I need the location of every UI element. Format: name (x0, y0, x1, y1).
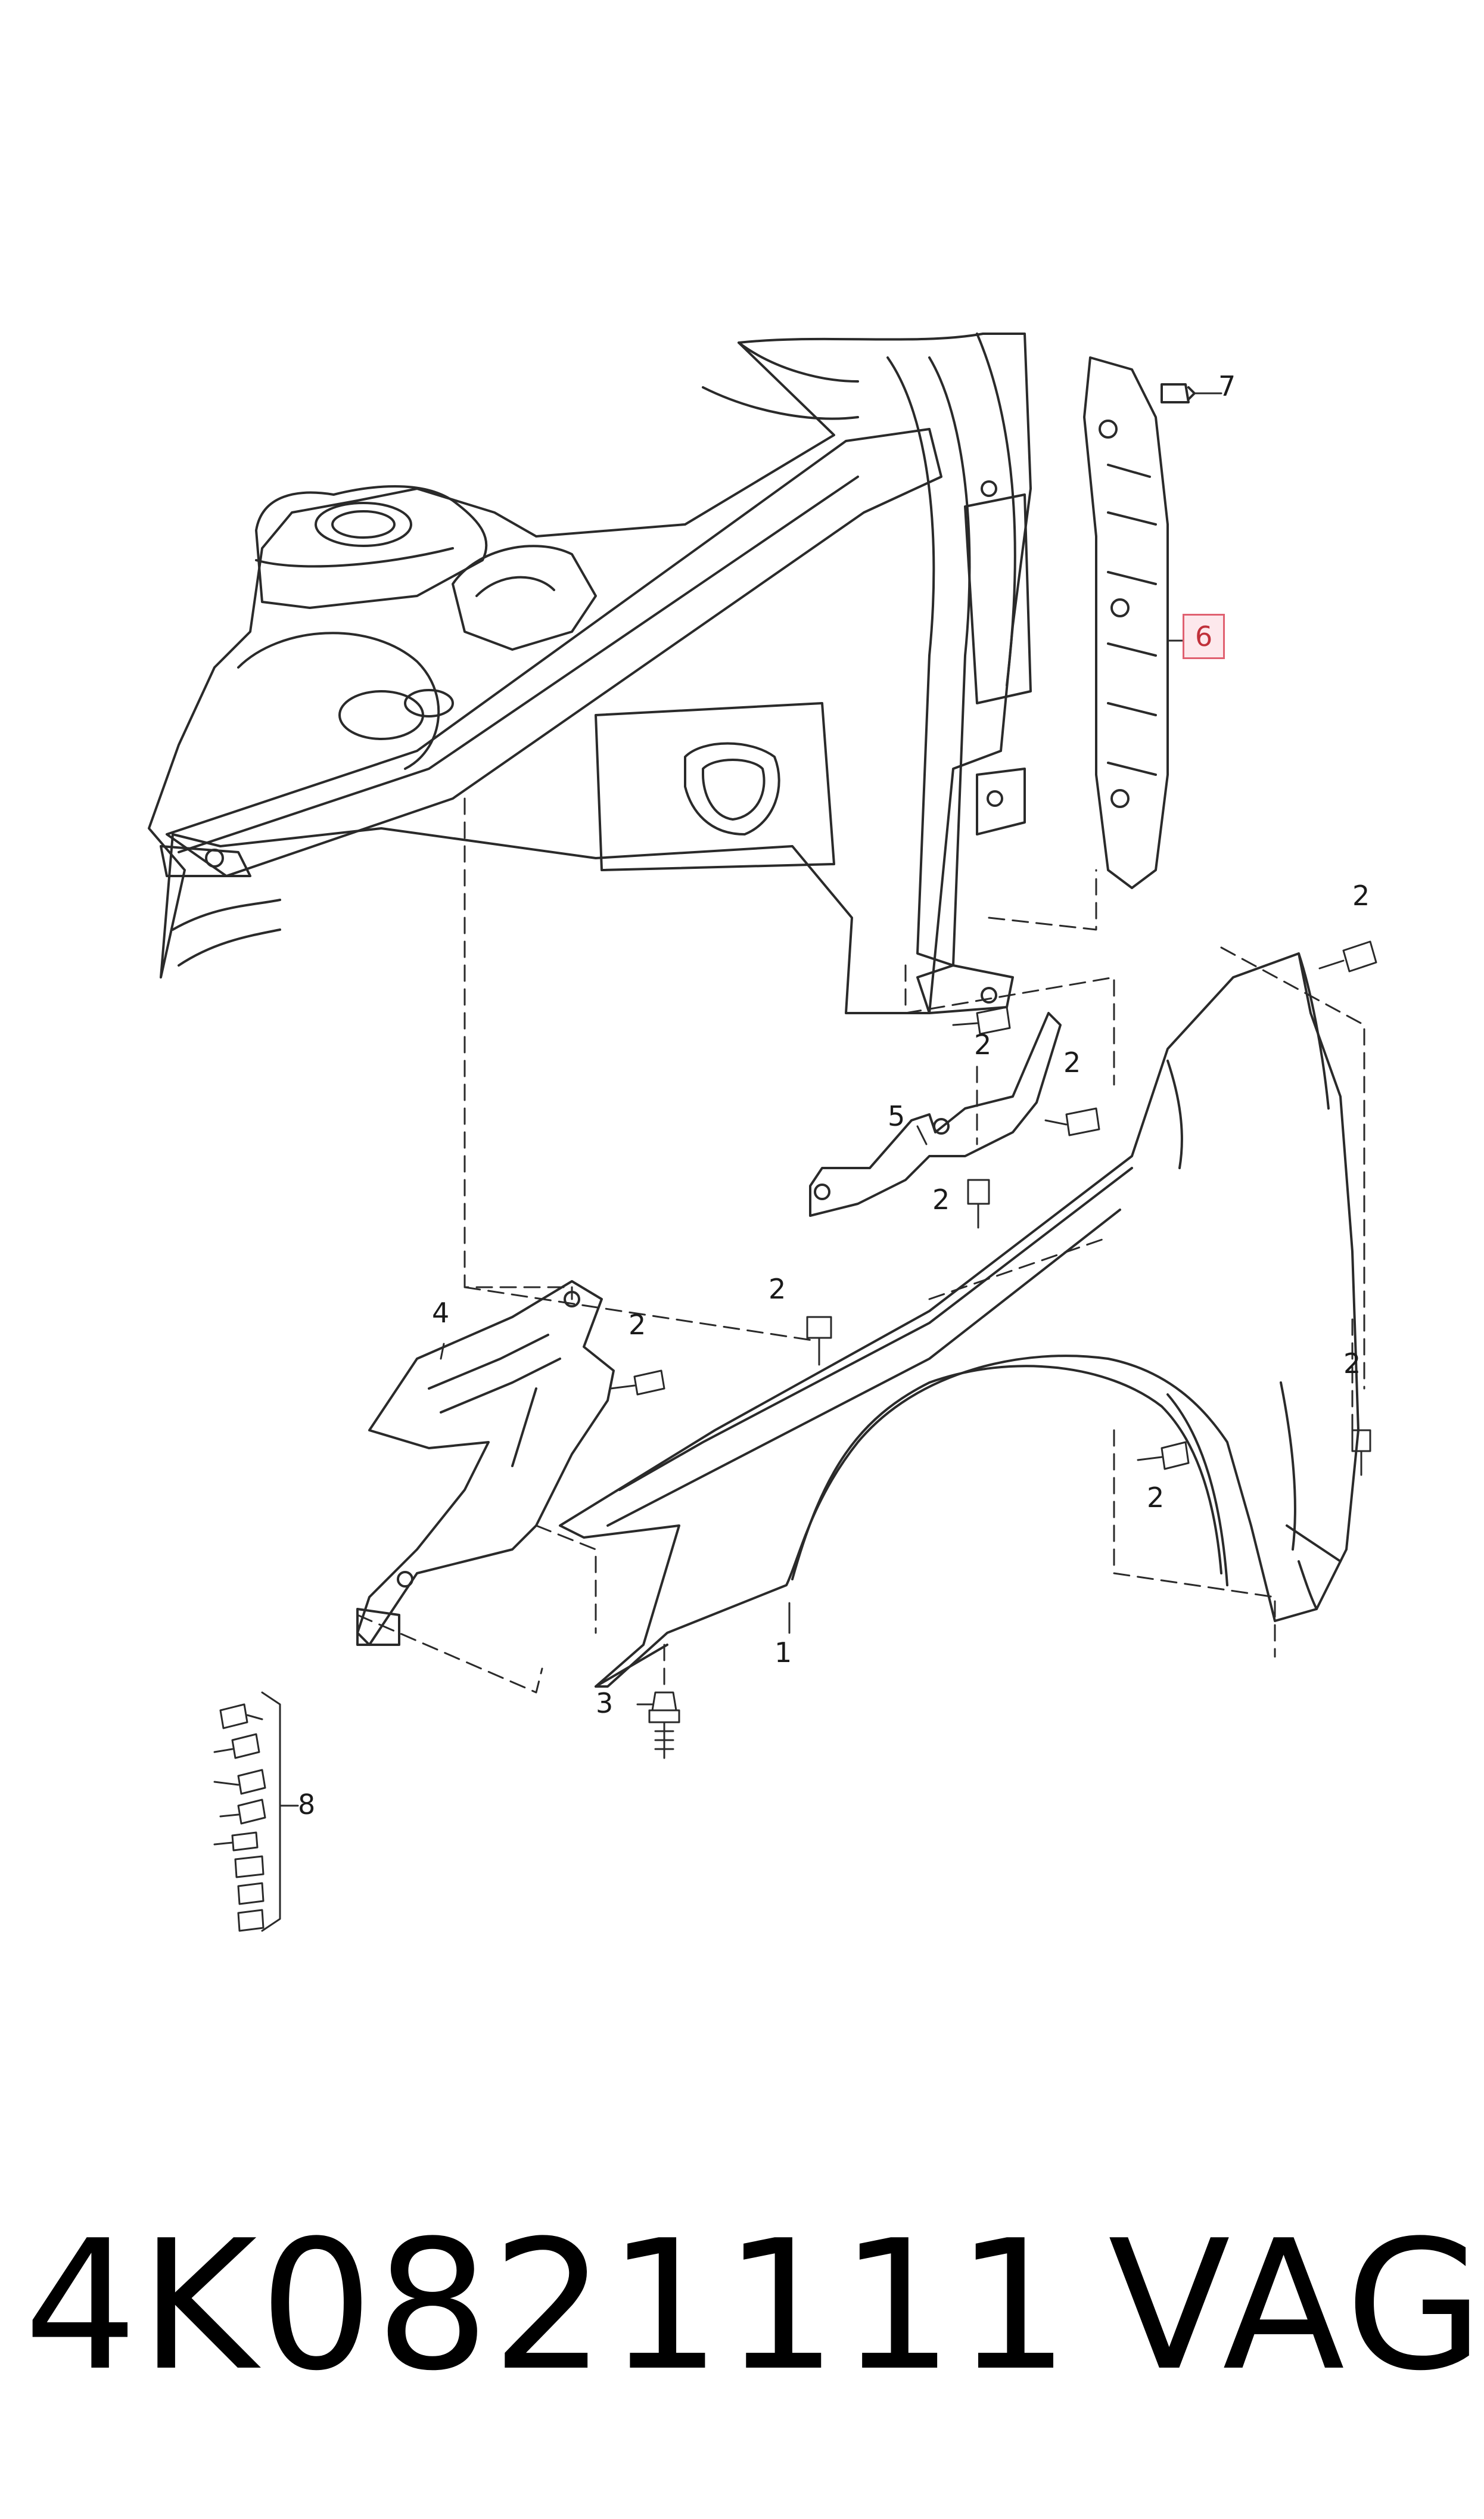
callout-5: 5 (888, 1100, 906, 1132)
callout-2-c: 2 (1063, 1046, 1081, 1079)
callout-6-highlighted: 6 (1183, 614, 1225, 659)
assembly-lines (356, 797, 1365, 1694)
callout-2-b: 2 (974, 1029, 992, 1061)
callout-2-f: 2 (629, 1309, 646, 1341)
callout-2-e: 2 (769, 1273, 786, 1305)
part-1-fender (559, 952, 1359, 1688)
part-number: 4K0821111 (24, 2202, 1072, 2410)
leader-lines (279, 392, 1217, 1807)
callout-4: 4 (432, 1297, 450, 1329)
callout-2-d: 2 (932, 1184, 950, 1216)
callout-7: 7 (1218, 370, 1236, 402)
callout-2-a: 2 (1352, 880, 1370, 912)
part-5-bracket (809, 1012, 1062, 1217)
part-2-bolts (609, 940, 1377, 1476)
part-6-liner (1083, 356, 1169, 889)
exploded-parts-diagram (148, 333, 1377, 1932)
callout-8: 8 (298, 1788, 316, 1821)
brand-name: VAG (1108, 2202, 1484, 2410)
body-front-structure (148, 333, 1032, 1014)
callout-1: 1 (774, 1636, 792, 1669)
part-8-fastener-set (213, 1691, 299, 1932)
callout-2-g: 2 (1343, 1347, 1361, 1380)
callout-2-h: 2 (1147, 1481, 1165, 1514)
part-4-bracket (356, 1280, 615, 1646)
part-3-stud (648, 1691, 680, 1759)
callout-3: 3 (596, 1687, 614, 1719)
